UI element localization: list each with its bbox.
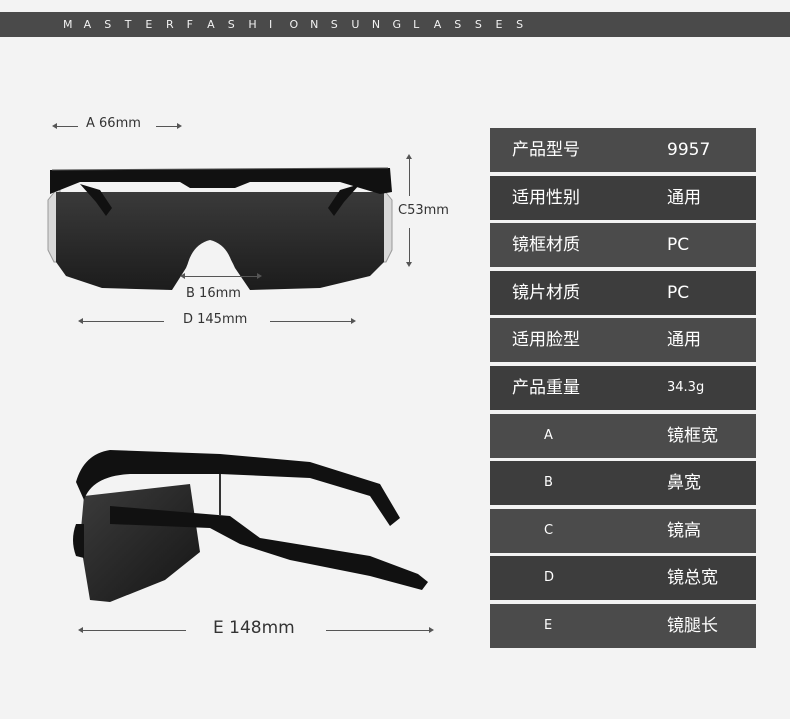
legend-meaning: 镜框宽 xyxy=(667,425,718,446)
spec-label: 产品型号 xyxy=(512,140,580,160)
spec-label: 镜片材质 xyxy=(512,282,580,303)
dim-a-arrow-right xyxy=(177,123,182,129)
banner-letter: S xyxy=(104,18,112,31)
banner-letter: N xyxy=(371,18,381,31)
legend-letter: B xyxy=(544,475,553,491)
dim-e-label: E 148mm xyxy=(213,618,295,638)
spec-value: 9957 xyxy=(667,140,711,160)
banner-letter: A xyxy=(433,18,442,31)
spec-value: PC xyxy=(667,235,690,256)
spec-value: PC xyxy=(667,282,690,303)
dim-a-line-left xyxy=(56,126,78,127)
banner-letter: S xyxy=(474,18,482,31)
banner-letter: F xyxy=(186,18,193,31)
dim-d-arrow-left xyxy=(78,318,83,324)
front-view-illustration xyxy=(47,167,393,290)
legend-row-e: E 镜腿长 xyxy=(490,603,756,648)
banner-letter: U xyxy=(351,18,360,31)
legend-row-a: A 镜框宽 xyxy=(490,413,756,458)
dim-d-arrow-right xyxy=(351,318,356,324)
banner-letter: E xyxy=(145,18,153,31)
dim-c-arrow-down xyxy=(406,262,412,267)
spec-value: 通用 xyxy=(667,330,701,351)
side-view-illustration xyxy=(73,450,428,602)
spec-label: 镜框材质 xyxy=(512,235,580,256)
banner-letter: E xyxy=(495,18,503,31)
banner-letter: N xyxy=(310,18,319,31)
dim-c-line-top xyxy=(409,158,410,196)
legend-letter: D xyxy=(544,570,555,586)
dim-b-label: B 16mm xyxy=(186,286,241,301)
dim-a-arrow-left xyxy=(52,123,57,129)
spec-row-face-shape: 适用脸型 通用 xyxy=(490,318,756,363)
banner-letter: S xyxy=(330,18,338,31)
legend-row-c: C 镜高 xyxy=(490,508,756,553)
dim-a-label: A 66mm xyxy=(86,116,141,131)
spec-label: 适用性别 xyxy=(512,187,580,208)
spec-row-weight: 产品重量 34.3g xyxy=(490,365,756,410)
dim-e-arrow-right xyxy=(429,627,434,633)
banner-letter: I xyxy=(268,18,273,31)
banner-letter: T xyxy=(124,18,132,31)
dim-a-line-right xyxy=(156,126,178,127)
spec-label: 适用脸型 xyxy=(512,330,580,351)
legend-letter: E xyxy=(544,617,553,633)
spec-label: 产品重量 xyxy=(512,377,580,398)
banner-letter: A xyxy=(83,18,92,31)
banner-letter: S xyxy=(516,18,524,31)
legend-meaning: 鼻宽 xyxy=(667,473,701,494)
banner-letter: A xyxy=(207,18,215,31)
dim-d-label: D 145mm xyxy=(183,312,248,327)
banner-letter: H xyxy=(248,18,257,31)
banner-letter: O xyxy=(289,18,299,31)
spec-row-lens-material: 镜片材质 PC xyxy=(490,270,756,315)
dim-e-arrow-left xyxy=(78,627,83,633)
dim-d-line-left xyxy=(82,321,164,322)
spec-value: 通用 xyxy=(667,187,701,208)
spec-row-gender: 适用性别 通用 xyxy=(490,175,756,220)
spec-row-frame-material: 镜框材质 PC xyxy=(490,223,756,268)
dim-b-arrow-right xyxy=(257,273,262,279)
dim-b-arrow-left xyxy=(180,273,185,279)
legend-letter: A xyxy=(544,427,553,443)
spec-row-model: 产品型号 9957 xyxy=(490,128,756,172)
banner-letter: S xyxy=(454,18,462,31)
legend-row-b: B 鼻宽 xyxy=(490,461,756,506)
dim-b-line xyxy=(184,276,258,277)
spec-table: 产品型号 9957 适用性别 通用 镜框材质 PC 镜片材质 PC 适用脸型 通… xyxy=(490,128,756,652)
dim-e-line-right xyxy=(326,630,430,631)
legend-meaning: 镜总宽 xyxy=(667,568,718,589)
banner-letter: M xyxy=(63,18,73,31)
dim-c-line-bottom xyxy=(409,228,410,263)
dim-c-arrow-up xyxy=(406,154,412,159)
banner-letter: L xyxy=(413,18,420,31)
legend-row-d: D 镜总宽 xyxy=(490,556,756,601)
legend-meaning: 镜腿长 xyxy=(667,615,718,636)
banner-letter: S xyxy=(227,18,235,31)
legend-meaning: 镜高 xyxy=(667,520,701,541)
banner-letter: G xyxy=(392,18,402,31)
spec-value: 34.3g xyxy=(667,379,705,395)
dim-c-label: C53mm xyxy=(398,203,449,218)
banner-letter: R xyxy=(165,18,174,31)
dim-e-line-left xyxy=(82,630,186,631)
legend-letter: C xyxy=(544,522,554,538)
dim-d-line-right xyxy=(270,321,352,322)
